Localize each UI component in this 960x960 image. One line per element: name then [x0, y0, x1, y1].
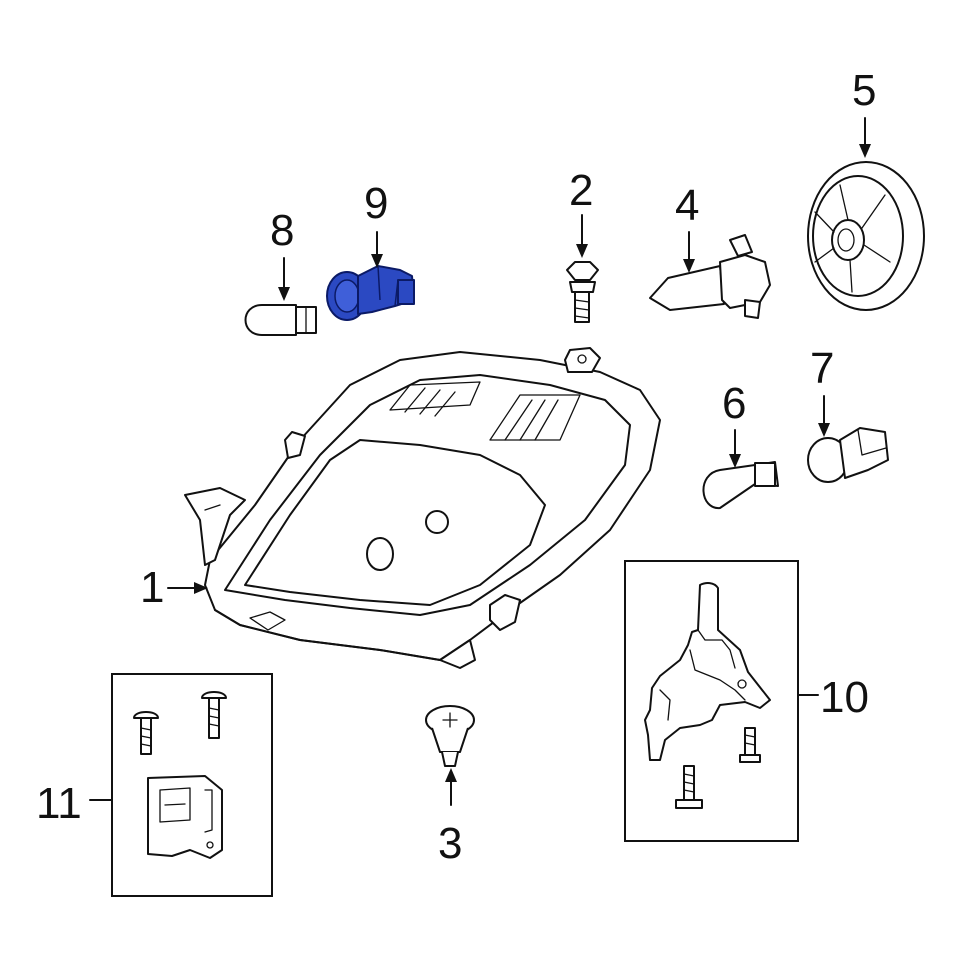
headlamp-assembly[interactable]	[184, 347, 661, 669]
svg-text:3: 3	[438, 819, 462, 868]
callout-1: 1	[140, 563, 208, 612]
dust-cap-part[interactable]	[807, 161, 925, 311]
svg-text:10: 10	[820, 673, 869, 722]
callout-10: 10	[797, 673, 869, 722]
svg-text:9: 9	[364, 179, 388, 228]
clip-part[interactable]	[425, 705, 475, 767]
callout-11: 11	[36, 779, 113, 828]
highlighted-socket-part[interactable]	[326, 265, 415, 321]
headlight-bulb-part[interactable]	[649, 234, 771, 319]
svg-text:4: 4	[675, 181, 699, 230]
svg-text:7: 7	[810, 344, 834, 393]
bracket-set-part[interactable]	[624, 560, 799, 842]
socket-part[interactable]	[807, 427, 889, 483]
callout-2: 2	[569, 166, 593, 258]
svg-text:1: 1	[140, 563, 164, 612]
callout-8: 8	[270, 206, 294, 301]
repair-kit-part[interactable]	[111, 673, 273, 897]
svg-text:11: 11	[36, 779, 82, 828]
turn-signal-bulb-part[interactable]	[702, 461, 779, 510]
svg-text:6: 6	[722, 379, 746, 428]
callout-4: 4	[675, 181, 699, 273]
svg-text:5: 5	[852, 66, 876, 115]
svg-text:2: 2	[569, 166, 593, 215]
svg-text:8: 8	[270, 206, 294, 255]
bolt-part[interactable]	[566, 261, 599, 323]
small-bulb-part[interactable]	[244, 304, 317, 336]
callout-7: 7	[810, 344, 834, 437]
callout-6: 6	[722, 379, 746, 468]
callout-3: 3	[438, 768, 462, 868]
callout-9: 9	[364, 179, 388, 268]
callout-5: 5	[852, 66, 876, 158]
